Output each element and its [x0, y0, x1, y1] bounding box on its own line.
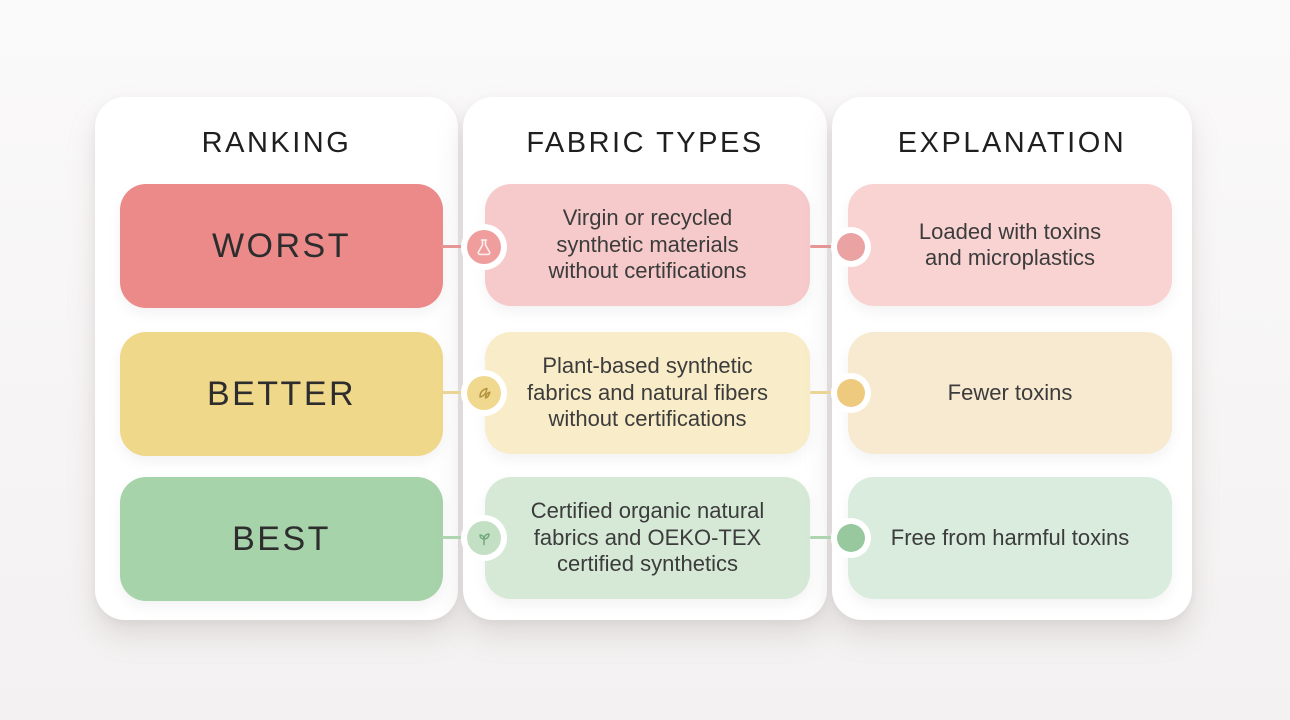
sprout-icon	[474, 528, 494, 548]
fabric-cell-better: Plant-based synthetic fabrics and natura…	[485, 332, 810, 454]
explanation-cell-best: Free from harmful toxins	[848, 477, 1172, 599]
fabric-cell-worst: Virgin or recycled synthetic materials w…	[485, 184, 810, 306]
explanation-header: EXPLANATION	[897, 127, 1127, 159]
rank-cell-best: BEST	[120, 477, 443, 601]
explanation-panel: EXPLANATION Loaded with toxins and micro…	[832, 97, 1192, 620]
explanation-cell-worst: Loaded with toxins and microplastics	[848, 184, 1172, 306]
connector-line-better-fabric	[441, 391, 473, 394]
connector-dot-better	[467, 376, 501, 410]
rank-cell-better: BETTER	[120, 332, 443, 456]
leaves-icon	[474, 383, 494, 403]
connector-endpoint-best	[837, 524, 865, 552]
ranking-header: RANKING	[201, 127, 352, 159]
connector-dot-worst	[467, 230, 501, 264]
explanation-text-worst: Loaded with toxins and microplastics	[918, 218, 1102, 270]
connector-line-better-explanation	[810, 391, 842, 394]
flask-icon	[474, 237, 494, 257]
connector-dot-best	[467, 521, 501, 555]
connector-endpoint-worst	[837, 233, 865, 261]
fabric-cell-best: Certified organic natural fabrics and OE…	[485, 477, 810, 599]
fabric-text-worst: Virgin or recycled synthetic materials w…	[548, 205, 747, 284]
connector-line-best-fabric	[441, 536, 473, 539]
explanation-text-best: Free from harmful toxins	[890, 524, 1130, 550]
connector-line-worst-explanation	[810, 245, 842, 248]
connector-line-worst-fabric	[441, 245, 473, 248]
fabric-text-best: Certified organic natural fabrics and OE…	[530, 498, 765, 577]
connector-line-best-explanation	[810, 536, 842, 539]
rank-label-worst: WORST	[211, 226, 352, 265]
rank-label-best: BEST	[232, 519, 331, 558]
fabric-types-header: FABRIC TYPES	[526, 127, 764, 159]
fabric-text-better: Plant-based synthetic fabrics and natura…	[527, 353, 768, 432]
explanation-cell-better: Fewer toxins	[848, 332, 1172, 454]
fabric-types-panel: FABRIC TYPES Virgin or recycled syntheti…	[463, 97, 827, 620]
connector-endpoint-better	[837, 379, 865, 407]
explanation-text-better: Fewer toxins	[947, 379, 1073, 405]
ranking-panel: RANKING WORST BETTER BEST	[95, 97, 458, 620]
rank-cell-worst: WORST	[120, 184, 443, 308]
rank-label-better: BETTER	[206, 374, 357, 413]
